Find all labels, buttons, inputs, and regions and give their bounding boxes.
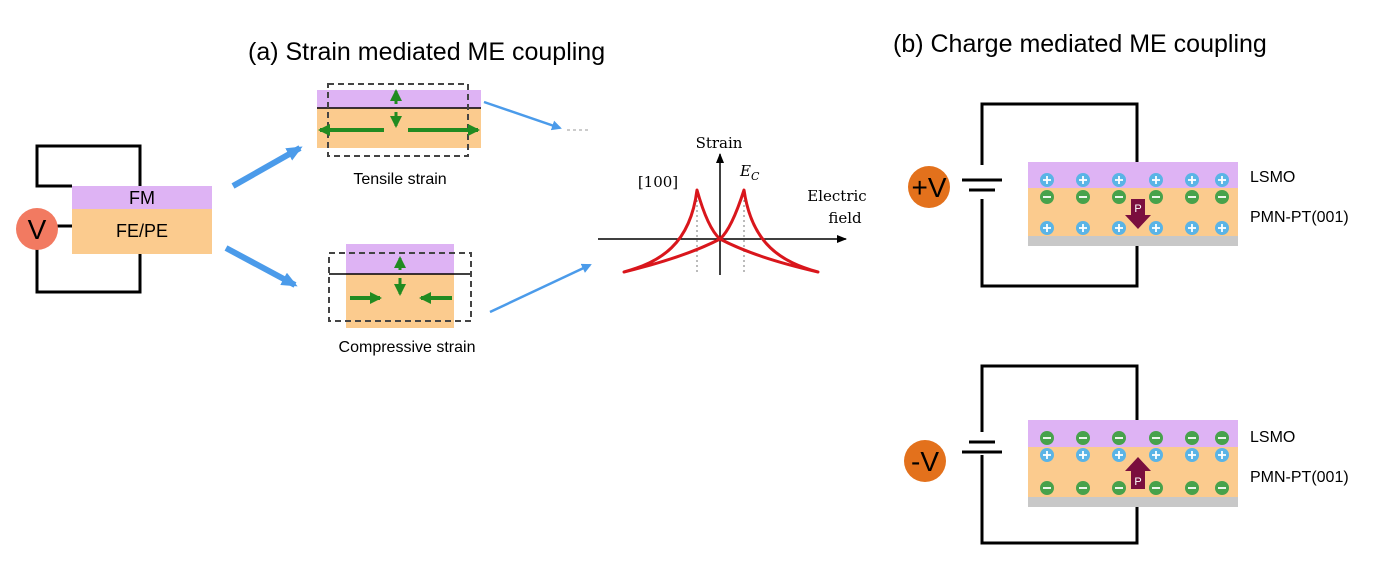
voltage-source-a bbox=[16, 208, 58, 250]
circuit-minus-v: -V P LSMO PMN-PT(001) bbox=[904, 364, 1349, 545]
tensile-fm-layer bbox=[317, 90, 481, 108]
polarization-arrow-down: P bbox=[1125, 199, 1151, 229]
circuit-plus-v: +V P LSMO PMN-PT(001) bbox=[908, 102, 1349, 288]
panel-b-title: (b) Charge mediated ME coupling bbox=[893, 30, 1267, 58]
negative-charge bbox=[1112, 431, 1126, 445]
positive-charge bbox=[1185, 448, 1199, 462]
lsmo-label-top: LSMO bbox=[1250, 169, 1295, 186]
fm-layer bbox=[72, 186, 212, 209]
tensile-flow-arrow bbox=[231, 145, 303, 189]
voltage-label-plus: +V bbox=[911, 172, 946, 203]
compressive-label: Compressive strain bbox=[339, 339, 476, 356]
circuit-minus-wire-bottom bbox=[980, 455, 1139, 545]
positive-charge bbox=[1112, 448, 1126, 462]
x-axis-label-line1: Electric bbox=[807, 187, 866, 205]
voltage-source-minus bbox=[904, 440, 946, 482]
polarization-label-top: P bbox=[1134, 203, 1141, 215]
positive-charge bbox=[1149, 448, 1163, 462]
voltage-label-minus: -V bbox=[911, 446, 939, 477]
substrate-bottom bbox=[1028, 497, 1238, 507]
negative-charge bbox=[1040, 190, 1054, 204]
positive-charge bbox=[1185, 173, 1199, 187]
negative-charge bbox=[1185, 190, 1199, 204]
circuit-a: V FM FE/PE bbox=[16, 144, 212, 294]
circuit-a-wire-top bbox=[35, 144, 142, 188]
positive-charge bbox=[1076, 221, 1090, 235]
negative-charge bbox=[1185, 481, 1199, 495]
positive-charge bbox=[1076, 173, 1090, 187]
circuit-plus-wire-top bbox=[980, 102, 1139, 165]
lsmo-layer-top bbox=[1028, 162, 1238, 188]
charge-rows-top bbox=[1040, 173, 1229, 235]
positive-charge bbox=[1040, 448, 1054, 462]
negative-charge bbox=[1215, 431, 1229, 445]
voltage-source-plus bbox=[908, 166, 950, 208]
positive-charge bbox=[1215, 448, 1229, 462]
negative-charge bbox=[1112, 481, 1126, 495]
circuit-minus-wire-top bbox=[980, 364, 1139, 432]
panel-b: (b) Charge mediated ME coupling +V P LSM… bbox=[893, 30, 1349, 545]
tensile-to-graph-arrow bbox=[483, 100, 562, 131]
positive-charge bbox=[1076, 448, 1090, 462]
polarization-arrow-up: P bbox=[1125, 457, 1151, 489]
compressive-to-graph-arrow bbox=[489, 263, 592, 314]
tensile-label: Tensile strain bbox=[353, 171, 446, 188]
negative-charge bbox=[1149, 190, 1163, 204]
positive-charge bbox=[1112, 221, 1126, 235]
hysteresis-curve bbox=[622, 188, 820, 274]
negative-charge bbox=[1112, 190, 1126, 204]
strain-field-graph: Strain Electric field [100] EC bbox=[598, 134, 867, 275]
negative-charge bbox=[1149, 481, 1163, 495]
positive-charge bbox=[1112, 173, 1126, 187]
panel-a-title: (a) Strain mediated ME coupling bbox=[248, 38, 605, 66]
x-axis-label-line2: field bbox=[828, 209, 862, 227]
positive-charge bbox=[1215, 221, 1229, 235]
compressive-strain-diagram: Compressive strain bbox=[328, 244, 476, 356]
negative-charge bbox=[1076, 190, 1090, 204]
direction-label: [100] bbox=[638, 173, 678, 191]
positive-charge bbox=[1149, 173, 1163, 187]
negative-charge bbox=[1076, 431, 1090, 445]
fm-label: FM bbox=[129, 188, 155, 208]
positive-charge bbox=[1185, 221, 1199, 235]
negative-charge bbox=[1040, 431, 1054, 445]
polarization-label-bottom: P bbox=[1134, 476, 1141, 488]
charge-rows-bottom bbox=[1040, 431, 1229, 495]
tensile-original-outline bbox=[327, 83, 469, 157]
circuit-plus-wire-bottom bbox=[980, 199, 1139, 288]
fe-layer bbox=[72, 209, 212, 254]
panel-a: (a) Strain mediated ME coupling V FM FE/… bbox=[16, 38, 867, 356]
compressive-flow-arrow bbox=[224, 245, 298, 288]
positive-charge bbox=[1040, 221, 1054, 235]
substrate-top bbox=[1028, 236, 1238, 246]
lsmo-layer-bottom bbox=[1028, 420, 1238, 447]
tensile-strain-diagram: Tensile strain bbox=[317, 83, 481, 188]
positive-charge bbox=[1149, 221, 1163, 235]
positive-charge bbox=[1040, 173, 1054, 187]
negative-charge bbox=[1149, 431, 1163, 445]
positive-charge bbox=[1215, 173, 1229, 187]
compressive-original-outline bbox=[328, 252, 472, 322]
pmnpt-label-top: PMN-PT(001) bbox=[1250, 209, 1349, 226]
coercive-field-label: EC bbox=[739, 162, 760, 183]
negative-charge bbox=[1215, 190, 1229, 204]
pmnpt-label-bottom: PMN-PT(001) bbox=[1250, 469, 1349, 486]
voltage-label-a: V bbox=[28, 214, 47, 245]
negative-charge bbox=[1076, 481, 1090, 495]
negative-charge bbox=[1185, 431, 1199, 445]
negative-charge bbox=[1040, 481, 1054, 495]
lsmo-label-bottom: LSMO bbox=[1250, 429, 1295, 446]
y-axis-label: Strain bbox=[696, 134, 743, 152]
negative-charge bbox=[1215, 481, 1229, 495]
fe-label: FE/PE bbox=[116, 221, 168, 241]
